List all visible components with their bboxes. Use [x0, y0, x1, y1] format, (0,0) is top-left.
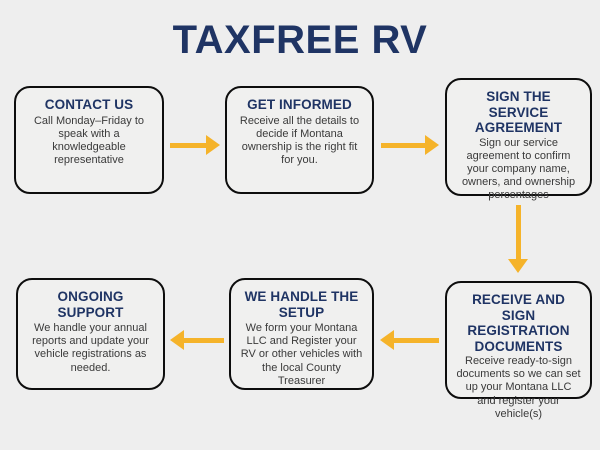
step-description-ongoing-support: We handle your annual reports and update…: [32, 322, 149, 374]
step-description-get-informed: Receive all the details to decide if Mon…: [239, 114, 360, 167]
step-title-ongoing-support: ONGOING SUPPORT: [57, 289, 124, 320]
step-box-receive-and-sign-registration-documents[interactable]: RECEIVE AND SIGN REGISTRATION DOCUMENTS …: [445, 281, 592, 420]
step-title-get-informed: GET INFORMED: [247, 97, 352, 112]
arrow-head: [380, 330, 394, 350]
step-box-contact-us[interactable]: CONTACT US Call Monday–Friday to speak w…: [14, 86, 164, 194]
step-box-ongoing-support[interactable]: ONGOING SUPPORT We handle your annual re…: [16, 278, 165, 390]
arrow-head: [206, 135, 220, 155]
arrow-shaft: [381, 142, 425, 148]
step-box-get-informed[interactable]: GET INFORMED Receive all the details to …: [225, 86, 374, 194]
step-title-sign-the-service-agreement: SIGN THE SERVICE AGREEMENT: [474, 89, 563, 135]
step-title-contact-us: CONTACT US: [44, 97, 134, 112]
arrow-shaft: [170, 142, 206, 148]
arrow-head: [170, 330, 184, 350]
arrow-left-icon-setup-to-support: [170, 330, 224, 350]
step-box-we-handle-the-setup[interactable]: WE HANDLE THE SETUP We form your Montana…: [229, 278, 374, 390]
step-title-we-handle-the-setup: WE HANDLE THE SETUP: [244, 289, 359, 320]
arrow-head: [425, 135, 439, 155]
arrow-shaft: [184, 337, 224, 343]
arrow-right-icon-contact-to-informed: [170, 135, 220, 155]
step-title-receive-and-sign-registration-documents: RECEIVE AND SIGN REGISTRATION DOCUMENTS: [467, 292, 570, 354]
arrow-shaft: [394, 337, 439, 343]
step-description-receive-and-sign-registration-documents: Receive ready-to-sign documents so we ca…: [456, 355, 581, 420]
page-title: TAXFREE RV: [172, 18, 428, 62]
step-description-sign-the-service-agreement: Sign our service agreement to confirm yo…: [461, 136, 576, 202]
step-box-sign-the-service-agreement[interactable]: SIGN THE SERVICE AGREEMENT Sign our serv…: [445, 78, 592, 201]
step-description-we-handle-the-setup: We form your Montana LLC and Register yo…: [240, 322, 363, 387]
arrow-down-icon-agreement-to-registration: [508, 205, 528, 273]
step-description-contact-us: Call Monday–Friday to speak with a knowl…: [33, 114, 145, 167]
arrow-right-icon-informed-to-agreement: [381, 135, 439, 155]
arrow-shaft: [515, 205, 521, 259]
arrow-head: [508, 259, 528, 273]
arrow-left-icon-registration-to-setup: [380, 330, 439, 350]
